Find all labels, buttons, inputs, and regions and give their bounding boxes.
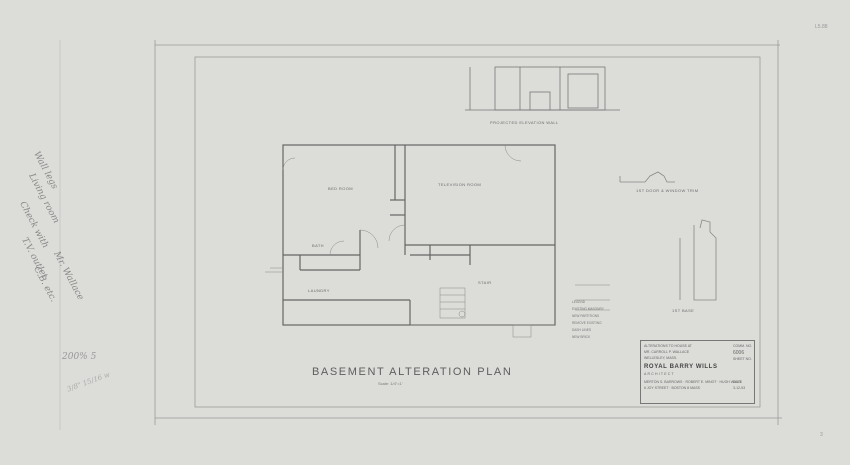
title-block-location: WELLESLEY, MASS. bbox=[644, 356, 678, 360]
title-block-comm-no: 6006 bbox=[733, 350, 745, 356]
title-block-client: MR. CARROLL P. WALLACE bbox=[644, 350, 690, 354]
title-block-partners: MERTON S. BARROWS · ROBERT E. MINOT · HU… bbox=[644, 380, 742, 384]
title-block-comm-label: COMM. NO. bbox=[733, 344, 753, 348]
title-block-date: 3-12-53 bbox=[733, 386, 746, 390]
plan-scale: Scale: 1/4"=1' bbox=[378, 381, 403, 386]
base-title: 1ST BASE bbox=[672, 308, 695, 313]
legend-item: REMOVE EXISTING bbox=[572, 321, 602, 325]
legend-item: NEW BRICK bbox=[572, 335, 591, 339]
title-block-sheet-label: SHEET NO. bbox=[733, 357, 752, 361]
legend-item: DASH LINES bbox=[572, 328, 591, 332]
legend-heading: LEGEND bbox=[572, 300, 586, 304]
border-frame bbox=[59, 40, 782, 430]
base-profile bbox=[679, 219, 717, 301]
door-trim-title: 1ST DOOR & WINDOW TRIM bbox=[636, 188, 699, 193]
pencil-mark: 200% 5 bbox=[62, 352, 97, 362]
legend-item: EXISTING MASONRY bbox=[572, 307, 604, 311]
room-label-laundry: LAUNDRY bbox=[308, 288, 330, 293]
title-block-address: 6 JOY STREET · BOSTON 8 MASS bbox=[644, 386, 701, 390]
legend-item: NEW PARTITIONS bbox=[572, 314, 600, 318]
trim-profile bbox=[619, 171, 675, 183]
elevation-detail bbox=[465, 66, 620, 111]
room-label-bath: BATH bbox=[312, 243, 324, 248]
sheet-corner-number: L5.88 bbox=[815, 24, 828, 30]
title-block: ALTERATIONS TO HOUSE AT MR. CARROLL P. W… bbox=[640, 340, 755, 404]
floor-plan bbox=[282, 144, 556, 326]
title-block-architect: ARCHITECT bbox=[644, 372, 675, 376]
title-block-date-label: DATE bbox=[733, 380, 743, 384]
legend: LEGEND EXISTING MASONRY NEW PARTITIONS R… bbox=[572, 299, 604, 341]
title-block-firm: ROYAL BARRY WILLS bbox=[644, 364, 718, 370]
plan-details bbox=[265, 144, 610, 338]
title-block-project: ALTERATIONS TO HOUSE AT bbox=[644, 344, 692, 348]
room-label-stair: STAIR bbox=[478, 280, 492, 285]
room-label-bedroom: BED ROOM bbox=[328, 186, 353, 191]
plan-title: BASEMENT ALTERATION PLAN bbox=[312, 366, 513, 378]
room-label-television-room: TELEVISION ROOM bbox=[438, 182, 482, 187]
elevation-title: PROJECTED ELEVATION WALL bbox=[490, 120, 559, 125]
page-mark: 3 bbox=[820, 432, 823, 438]
